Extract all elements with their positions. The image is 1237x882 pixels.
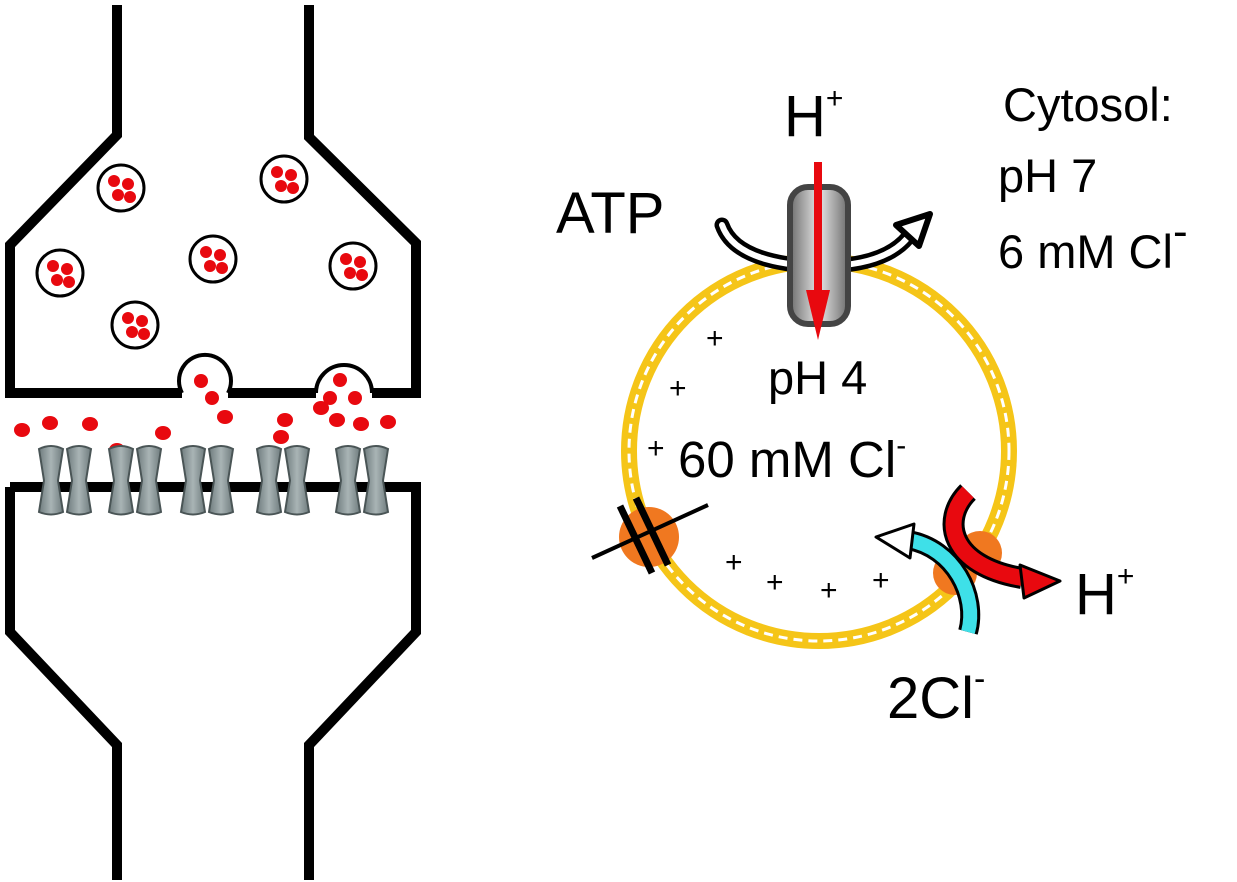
- vesicle-ph: pH 4: [768, 351, 867, 404]
- neurotransmitter-dot: [353, 417, 369, 431]
- neurotransmitter-dot: [122, 178, 134, 190]
- synaptic-vesicle: [188, 234, 238, 284]
- positive-charge-label: +: [766, 566, 784, 599]
- neurotransmitter-dot: [287, 182, 299, 194]
- receptor-channel-icon: [334, 445, 390, 516]
- neurotransmitter-dot: [108, 175, 120, 187]
- neurotransmitter-dot: [356, 269, 368, 281]
- neurotransmitter-dot: [126, 326, 138, 338]
- neurotransmitter-dot: [340, 253, 352, 265]
- receptor-channel-icon: [255, 445, 311, 516]
- atp-label: ATP: [556, 181, 665, 246]
- neurotransmitter-dot: [217, 410, 233, 424]
- positive-charge-label: +: [820, 574, 838, 607]
- postsynaptic-receptors: [37, 445, 390, 516]
- neurotransmitter-dot: [122, 312, 134, 324]
- fusing-vesicle-empty: [177, 352, 233, 394]
- positive-charges: +++++++: [647, 322, 890, 607]
- synaptic-vesicles: [35, 154, 378, 405]
- proton-label-right: H+: [1075, 560, 1134, 627]
- neurotransmitter-dot: [329, 413, 345, 427]
- synapse-panel: [4, 5, 421, 880]
- neurotransmitter-dot: [205, 391, 219, 405]
- neurotransmitter-dot: [313, 401, 329, 415]
- neurotransmitter-dot: [333, 373, 347, 387]
- synaptic-vesicle: [96, 163, 146, 213]
- neurotransmitter-dot: [344, 267, 356, 279]
- vesicle-panel: H+ ATP Cytosol: pH 7 6 mM Cl- pH 4 60 mM…: [556, 78, 1188, 731]
- positive-charge-label: +: [647, 432, 665, 465]
- neurotransmitter-dot: [14, 423, 30, 437]
- neurotransmitter-dot: [112, 189, 124, 201]
- neurotransmitter-dot: [124, 191, 136, 203]
- neurotransmitter-dot: [42, 416, 58, 430]
- neurotransmitter-dot: [216, 262, 228, 274]
- vesicle-chloride: 60 mM Cl-: [678, 429, 906, 488]
- positive-charge-label: +: [872, 564, 890, 597]
- neurotransmitter-dot: [51, 274, 63, 286]
- synaptic-vesicle: [328, 241, 378, 291]
- vesicle-membrane-dash: [627, 259, 1011, 643]
- neurotransmitter-dot: [285, 169, 297, 181]
- synaptic-vesicle: [259, 154, 309, 204]
- positive-charge-label: +: [706, 322, 724, 355]
- positive-charge-label: +: [725, 546, 743, 579]
- v-atpase-icon: [787, 162, 851, 340]
- neurotransmitter-dot: [82, 417, 98, 431]
- postsynaptic-terminal-outline: [5, 482, 421, 880]
- synaptic-vesicle: [110, 300, 160, 350]
- neurotransmitter-dot: [277, 413, 293, 427]
- positive-charge-label: +: [669, 372, 687, 405]
- neurotransmitter-dot: [194, 374, 208, 388]
- neurotransmitter-dot: [138, 328, 150, 340]
- neurotransmitter-dot: [323, 391, 337, 405]
- neurotransmitter-dot: [354, 256, 366, 268]
- receptor-channel-icon: [179, 445, 235, 516]
- neurotransmitter-dot: [155, 426, 171, 440]
- neurotransmitter-dot: [273, 430, 289, 444]
- clc-antiporter-icon: [874, 484, 1062, 635]
- cytosol-ph: pH 7: [998, 149, 1097, 202]
- neurotransmitter-dot: [136, 315, 148, 327]
- neurotransmitter-dot: [47, 260, 59, 272]
- cytosol-title: Cytosol:: [1003, 78, 1173, 131]
- synaptic-vesicle: [35, 248, 85, 298]
- cytosol-chloride: 6 mM Cl-: [998, 207, 1188, 278]
- chloride-channel-icon: [591, 496, 709, 575]
- presynaptic-terminal-outline: [4, 5, 421, 398]
- neurotransmitter-dot: [63, 276, 75, 288]
- neurotransmitter-dot: [61, 263, 73, 275]
- neurotransmitter-dot: [200, 246, 212, 258]
- neurotransmitter-dot: [380, 415, 396, 429]
- neurotransmitter-dot: [214, 249, 226, 261]
- neurotransmitter-dot: [275, 180, 287, 192]
- chloride-label-bottom: 2Cl-: [887, 660, 985, 731]
- proton-label-top: H+: [784, 82, 843, 149]
- receptor-channel-icon: [37, 445, 93, 516]
- receptor-channel-icon: [107, 445, 163, 516]
- neurotransmitter-dot: [348, 391, 362, 405]
- neurotransmitter-dot: [271, 166, 283, 178]
- neurotransmitter-dot: [204, 260, 216, 272]
